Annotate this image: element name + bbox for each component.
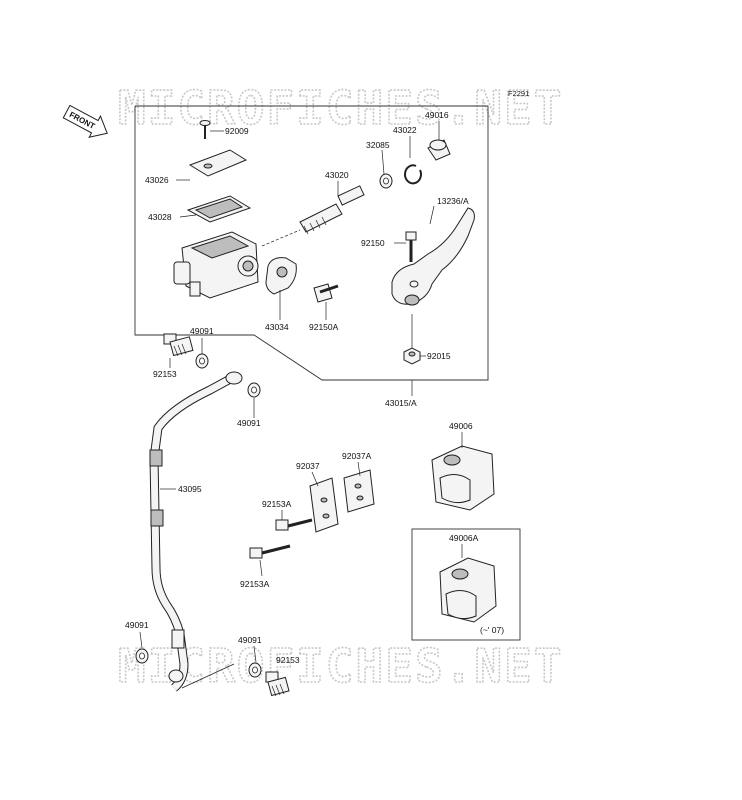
label-43028: 43028 xyxy=(148,212,172,222)
label-32085: 32085 xyxy=(366,140,390,150)
piston-43020-icon xyxy=(261,185,365,247)
bracket-92037-icon xyxy=(309,477,339,533)
nut-92015-icon xyxy=(403,347,421,365)
assembly-frame xyxy=(134,105,489,381)
label-92153-top: 92153 xyxy=(153,369,177,379)
boot-49016-icon xyxy=(427,139,451,161)
label-43034: 43034 xyxy=(265,322,289,332)
cap-43026-icon xyxy=(188,149,248,177)
label-49016: 49016 xyxy=(425,110,449,120)
label-13236A: 13236/A xyxy=(437,196,469,206)
banjo-bolt-top-icon xyxy=(163,333,194,357)
label-43015A: 43015/A xyxy=(385,398,417,408)
washer-49091-top-icon xyxy=(195,353,209,369)
guard-49006-icon xyxy=(431,445,495,511)
leader-lines xyxy=(139,121,463,689)
label-49091-low-left: 49091 xyxy=(125,620,149,630)
bolt-92150A-icon xyxy=(313,283,339,303)
lever-13236A-icon xyxy=(391,207,475,306)
label-92153A-lower: 92153A xyxy=(240,579,270,589)
label-92037: 92037 xyxy=(296,461,320,471)
label-92009: 92009 xyxy=(225,126,249,136)
label-49091-low-right: 49091 xyxy=(238,635,262,645)
label-43022: 43022 xyxy=(393,125,417,135)
label-92153A-upper: 92153A xyxy=(262,499,292,509)
bracket-92037A-icon xyxy=(343,469,375,513)
front-arrow-icon: FRONT xyxy=(62,104,108,139)
washer-49091-mid-icon xyxy=(247,382,261,398)
screw-92009-icon xyxy=(199,120,211,139)
label-49006A: 49006A xyxy=(449,533,479,543)
clamp-43034-icon xyxy=(265,257,297,295)
diagram-code: F2291 xyxy=(508,89,529,98)
master-cylinder-body-icon xyxy=(173,231,259,299)
banjo-bolt-bottom-icon xyxy=(265,671,290,697)
label-49091-top: 49091 xyxy=(190,326,214,336)
label-92037A: 92037A xyxy=(342,451,372,461)
label-92153-bottom: 92153 xyxy=(276,655,300,665)
label-92150A: 92150A xyxy=(309,322,339,332)
label-49091-mid: 49091 xyxy=(237,418,261,428)
circlip-43022-icon xyxy=(404,164,422,185)
washer-49091-low-right-icon xyxy=(248,662,262,678)
pivot-bolt-92150-icon xyxy=(405,231,417,262)
diaphragm-43028-icon xyxy=(186,195,252,223)
label-92150: 92150 xyxy=(361,238,385,248)
washer-49091-low-left-icon xyxy=(135,648,149,664)
bolt-92153A-lower-icon xyxy=(249,544,291,559)
bolt-92153A-upper-icon xyxy=(275,518,313,531)
washer-32085-icon xyxy=(379,173,393,189)
label-49006: 49006 xyxy=(449,421,473,431)
label-92015: 92015 xyxy=(427,351,451,361)
watermark-top: MICROFICHES.NET xyxy=(118,81,563,135)
brake-hose-43095-icon xyxy=(149,371,243,692)
label-43020: 43020 xyxy=(325,170,349,180)
inset-note: (~' 07) xyxy=(480,625,504,635)
label-43026: 43026 xyxy=(145,175,169,185)
guard-49006A-icon xyxy=(439,557,497,623)
label-43095: 43095 xyxy=(178,484,202,494)
inset-frame-49006A xyxy=(411,528,521,641)
watermark-bottom: MICROFICHES.NET xyxy=(118,639,563,693)
